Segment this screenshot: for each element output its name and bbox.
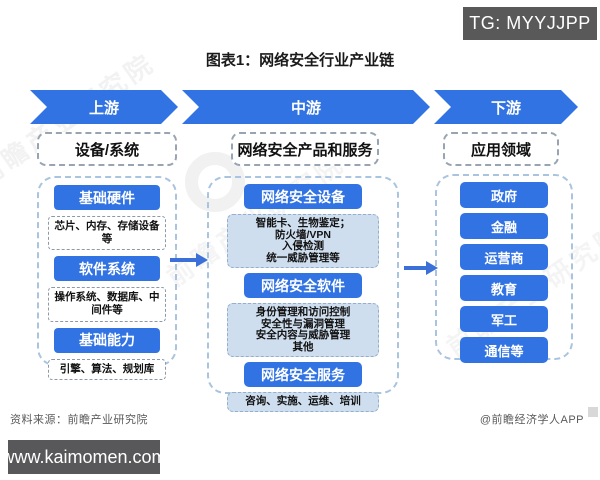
stage-banner-midstream: 中游 [182,90,430,124]
chart-title: 图表1：网络安全行业产业链 [205,52,395,69]
desc-line: 身份管理和访问控制 [255,306,351,318]
upstream-group: 基础硬件 芯片、内存、存储设备等 软件系统 操作系统、数据库、中间件等 基础能力… [37,176,177,380]
website-url-bar: www.kaimomen.com [1,440,167,474]
midstream-item-desc: 智能卡、生物鉴定； 防火墙/VPN 入侵检测 统一威胁管理等 [227,214,379,268]
application-field: 教育 [460,275,548,301]
desc-line: 入侵检测 [282,240,324,252]
desc-line: 智能卡、生物鉴定； [255,217,351,229]
desc-line: 安全内容与威胁管理 [255,329,351,341]
midstream-item-desc: 身份管理和访问控制 安全性与漏洞管理 安全内容与威胁管理 其他 [227,303,379,357]
upstream-item-title: 软件系统 [54,256,160,282]
desc-line: 咨询、实施、运维、培训 [245,395,361,407]
downstream-category-header: 应用领域 [443,132,559,166]
upstream-item-desc: 操作系统、数据库、中间件等 [48,287,166,322]
midstream-item-title: 网络安全设备 [244,184,362,209]
upstream-item-desc: 芯片、内存、存储设备等 [48,216,166,251]
midstream-item-title: 网络安全软件 [244,273,362,298]
application-field: 军工 [460,306,548,332]
arrow-upstream-to-midstream-icon [170,253,208,267]
downstream-group: 政府 金融 运营商 教育 军工 通信等 [435,174,573,363]
arrow-midstream-to-downstream-icon [404,261,438,275]
application-field: 运营商 [460,244,548,270]
desc-line: 统一威胁管理等 [266,251,340,264]
arrow-head [196,253,208,267]
application-field: 金融 [460,213,548,239]
midstream-category-header: 网络安全产品和服务 [231,132,379,166]
arrow-head [426,261,438,275]
arrow-shaft [170,258,197,262]
upstream-item-title: 基础能力 [54,327,160,353]
tg-contact-badge: TG: MYYJJPP [463,7,597,40]
arrow-shaft [404,266,427,270]
desc-line: 防火墙/VPN [274,228,331,241]
credit-note: @前瞻经济学人APP [479,414,584,426]
upstream-category-header: 设备/系统 [37,132,177,166]
application-field: 通信等 [460,337,548,363]
upstream-item-title: 基础硬件 [54,185,160,210]
midstream-group: 网络安全设备 智能卡、生物鉴定； 防火墙/VPN 入侵检测 统一威胁管理等 网络… [207,176,399,412]
upstream-item-desc: 引擎、算法、规划库 [48,358,166,380]
desc-line: 其他 [292,340,314,353]
midstream-item-title: 网络安全服务 [244,362,362,387]
stage-banner-downstream: 下游 [434,90,578,124]
stage-banner-upstream: 上游 [30,90,178,124]
desc-line: 安全性与漏洞管理 [261,317,345,330]
application-field: 政府 [460,182,548,208]
data-source-note: 资料来源：前瞻产业研究院 [10,414,148,426]
midstream-item-desc: 咨询、实施、运维、培训 [227,392,379,412]
credit-marker-square [588,407,598,417]
